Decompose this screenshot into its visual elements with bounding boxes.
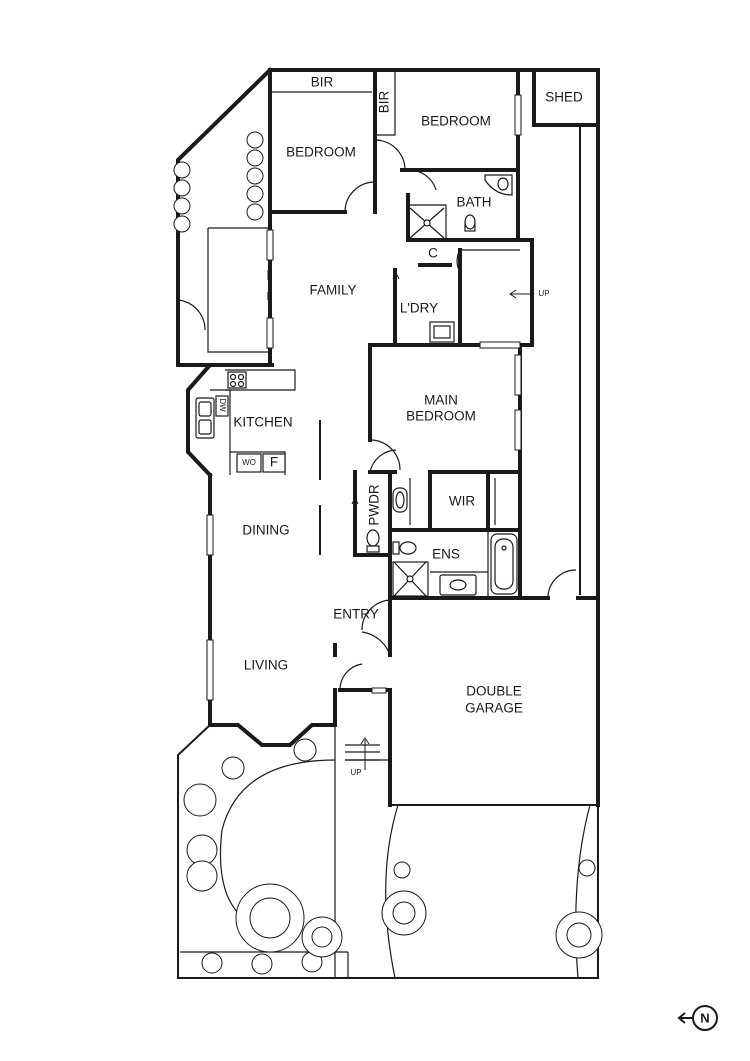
label-powder: PWDR	[367, 484, 382, 525]
label-laundry: L'DRY	[400, 301, 438, 316]
label-wir: WIR	[449, 494, 475, 509]
label-cupboard: C	[428, 246, 438, 261]
label-wall-oven: WO	[242, 458, 256, 467]
doors	[177, 139, 577, 691]
label-shed: SHED	[545, 90, 583, 105]
door-arrows	[267, 270, 400, 515]
label-kitchen: KITCHEN	[233, 415, 292, 430]
shrub-icon	[183, 738, 596, 975]
bathtub-icon	[490, 533, 518, 595]
ensuite-basin-icon	[439, 574, 477, 596]
label-main-bedroom-2: BEDROOM	[406, 409, 476, 424]
site-boundary	[177, 690, 599, 979]
plants	[173, 131, 603, 975]
label-dishwasher: DW	[218, 398, 227, 412]
ensuite-shower-icon	[392, 561, 429, 597]
ensuite-toilet-icon	[392, 541, 417, 555]
wall-oven-icon	[236, 453, 262, 473]
label-bir-top: BIR	[311, 75, 334, 90]
label-up-right: UP	[538, 289, 549, 298]
label-up-entry: UP	[350, 768, 361, 777]
bath-basin-icon	[484, 174, 513, 196]
label-main-bedroom-1: MAIN	[424, 393, 458, 408]
label-bedroom-left: BEDROOM	[286, 145, 356, 160]
label-garage-1: DOUBLE	[466, 684, 522, 699]
dishwasher-icon	[215, 395, 229, 417]
plant-icon	[173, 131, 264, 233]
label-entry: ENTRY	[333, 607, 379, 622]
label-bath: BATH	[456, 195, 491, 210]
tree-icon	[235, 883, 603, 959]
cooktop-icon	[227, 371, 247, 389]
pwdr-basin-icon	[392, 487, 408, 513]
label-dining: DINING	[242, 523, 289, 538]
compass-letter: N	[700, 1010, 709, 1025]
exterior-walls	[176, 67, 600, 807]
up-arrow-entry: UP	[350, 768, 361, 777]
fixtures	[195, 174, 518, 597]
label-family: FAMILY	[309, 283, 356, 298]
up-arrow-right: UP	[509, 289, 550, 299]
room-labels: BIR BIR BEDROOM BEDROOM SHED BATH C FAMI…	[218, 75, 583, 716]
label-living: LIVING	[244, 658, 288, 673]
label-fridge: F	[270, 455, 278, 470]
label-bir-side: BIR	[377, 91, 392, 114]
interior-lines	[207, 70, 520, 598]
shower-icon	[409, 207, 445, 239]
pwdr-toilet-icon	[366, 529, 380, 553]
entry-steps	[345, 737, 380, 770]
bath-toilet-icon	[464, 214, 476, 232]
windows	[206, 94, 522, 701]
label-garage-2: GARAGE	[465, 701, 523, 716]
label-ensuite: ENS	[432, 547, 460, 562]
laundry-tub-icon	[429, 321, 455, 343]
kitchen-sink-icon	[195, 397, 215, 439]
fridge-icon	[262, 453, 286, 473]
compass-icon: N	[677, 1005, 718, 1031]
label-bedroom-right: BEDROOM	[421, 114, 491, 129]
